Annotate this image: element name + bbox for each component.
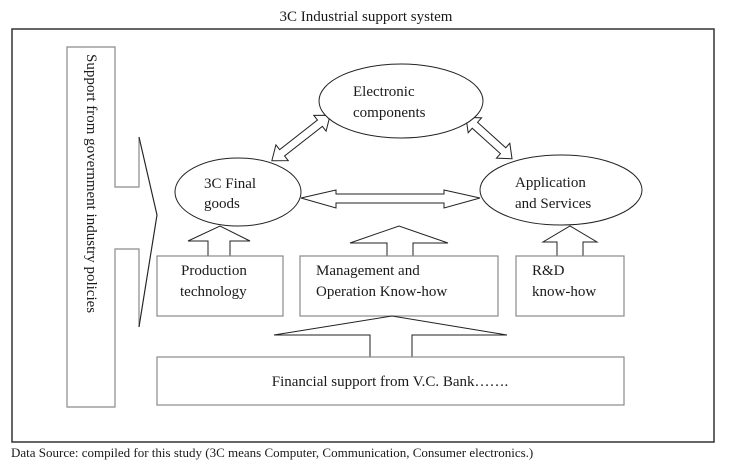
arrow-finalgoods-application bbox=[300, 189, 481, 209]
arrow-electronic-application bbox=[465, 116, 513, 160]
node-application-services: Application and Services bbox=[479, 154, 643, 226]
government-arrow-head bbox=[138, 136, 158, 328]
node-final-goods: 3C Final goods bbox=[174, 157, 302, 227]
arrow-financial-up bbox=[273, 315, 508, 357]
node-electronic-components: Electronic components bbox=[318, 63, 484, 139]
production-label-1: Production bbox=[181, 263, 247, 279]
ellipse-electronic bbox=[318, 63, 484, 139]
arrow-rnd-up bbox=[541, 225, 599, 256]
government-arrow-outline bbox=[66, 46, 158, 408]
ellipse-final-goods bbox=[174, 157, 302, 227]
electronic-label-2: components bbox=[353, 105, 426, 121]
box-rnd: R&D know-how bbox=[515, 255, 625, 317]
electronic-label-1: Electronic bbox=[353, 84, 415, 100]
box-financial: Financial support from V.C. Bank……. bbox=[156, 356, 625, 406]
financial-box bbox=[156, 356, 625, 406]
application-label-1: Application bbox=[515, 175, 586, 191]
double-arrow-icon bbox=[465, 116, 513, 160]
data-source-caption: Data Source: compiled for this study (3C… bbox=[11, 445, 533, 460]
government-support-shape: Support from government industry policie… bbox=[66, 46, 158, 408]
arrow-management-up bbox=[349, 225, 449, 256]
application-label-2: and Services bbox=[515, 196, 591, 212]
management-label-1: Management and bbox=[316, 263, 420, 279]
box-management: Management and Operation Know-how bbox=[299, 255, 499, 317]
financial-label: Financial support from V.C. Bank……. bbox=[272, 374, 509, 390]
arrow-production-up bbox=[187, 225, 251, 256]
final-goods-label-1: 3C Final bbox=[204, 176, 256, 192]
ellipse-application bbox=[479, 154, 643, 226]
government-support-label: Support from government industry policie… bbox=[83, 54, 99, 313]
production-box bbox=[156, 255, 284, 317]
diagram-title: 3C Industrial support system bbox=[280, 9, 453, 25]
outer-frame bbox=[11, 28, 715, 443]
rnd-label-1: R&D bbox=[532, 263, 565, 279]
production-label-2: technology bbox=[180, 284, 247, 300]
box-production: Production technology bbox=[156, 255, 284, 317]
management-box bbox=[299, 255, 499, 317]
rnd-box bbox=[515, 255, 625, 317]
final-goods-label-2: goods bbox=[204, 196, 240, 212]
management-label-2: Operation Know-how bbox=[316, 284, 447, 300]
rnd-label-2: know-how bbox=[532, 284, 596, 300]
